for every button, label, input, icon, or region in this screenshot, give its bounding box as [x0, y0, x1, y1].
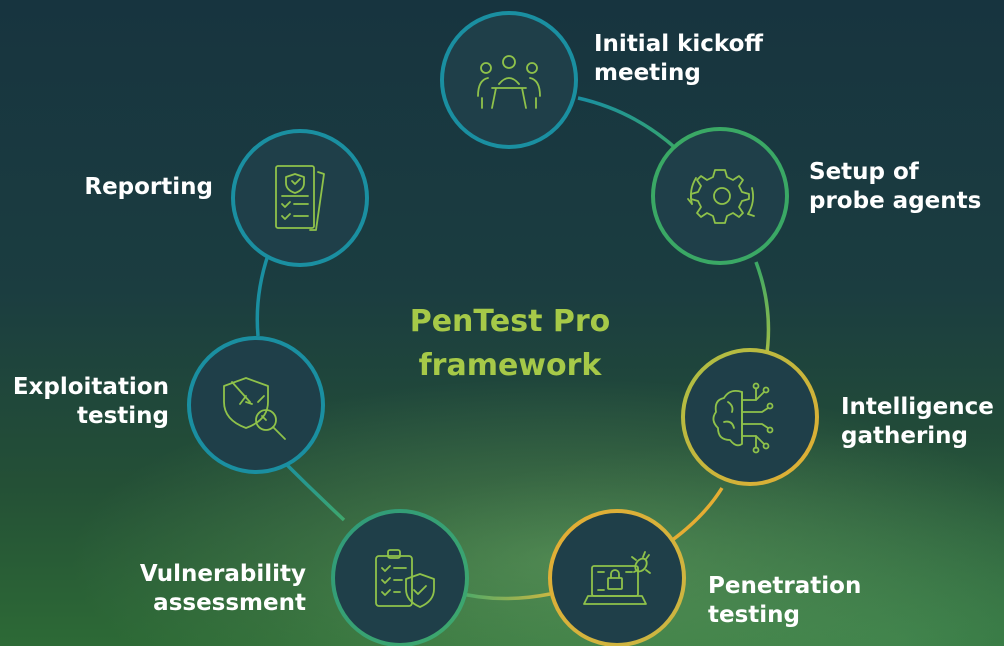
report-document-icon: [275, 165, 325, 231]
node-initial-kickoff: [440, 11, 578, 149]
node-reporting: [231, 129, 369, 267]
label-penetration-line1: Penetration: [708, 573, 862, 599]
label-reporting-line1: Reporting: [84, 174, 213, 200]
framework-title-line2: framework: [418, 348, 602, 383]
label-exploitation-testing: Exploitation testing: [0, 373, 169, 431]
node-penetration-testing: [548, 509, 686, 646]
node-setup-probe-agents: [651, 127, 789, 265]
label-intelligence-line2: gathering: [841, 423, 969, 449]
label-reporting: Reporting: [40, 173, 213, 202]
label-setup-probe-agents: Setup of probe agents: [809, 158, 981, 216]
node-exploitation-testing: [187, 336, 325, 474]
brain-circuit-icon: [712, 382, 774, 454]
framework-title-line1: PenTest Pro: [409, 304, 611, 339]
label-setup-line1: Setup of: [809, 159, 919, 185]
label-penetration-line2: testing: [708, 602, 800, 628]
label-penetration-testing: Penetration testing: [708, 572, 861, 630]
label-exploitation-line2: testing: [77, 403, 169, 429]
team-meeting-icon: [477, 55, 541, 109]
label-vulnerability-line2: assessment: [153, 590, 306, 616]
node-vulnerability-assessment: [331, 509, 469, 646]
node-intelligence-gathering: [681, 348, 819, 486]
clipboard-shield-icon: [375, 549, 435, 608]
label-intelligence-gathering: Intelligence gathering: [841, 393, 994, 451]
label-setup-line2: probe agents: [809, 188, 982, 214]
label-vulnerability-line1: Vulnerability: [139, 561, 306, 587]
connector-vulnerability-exploitation: [280, 458, 346, 522]
laptop-lock-icon: [583, 551, 651, 605]
label-vulnerability-assessment: Vulnerability assessment: [100, 560, 306, 618]
label-initial-kickoff-line2: meeting: [594, 60, 701, 86]
framework-title: PenTest Pro framework: [380, 300, 640, 388]
connector-setup-intelligence: [754, 261, 771, 361]
label-initial-kickoff: Initial kickoff meeting: [594, 30, 763, 88]
connector-penetration-vulnerability: [453, 590, 551, 601]
label-initial-kickoff-line1: Initial kickoff: [594, 31, 764, 57]
shield-search-icon: [223, 377, 286, 440]
label-intelligence-line1: Intelligence: [841, 394, 994, 420]
label-exploitation-line1: Exploitation: [12, 374, 169, 400]
gear-icon: [687, 169, 755, 224]
